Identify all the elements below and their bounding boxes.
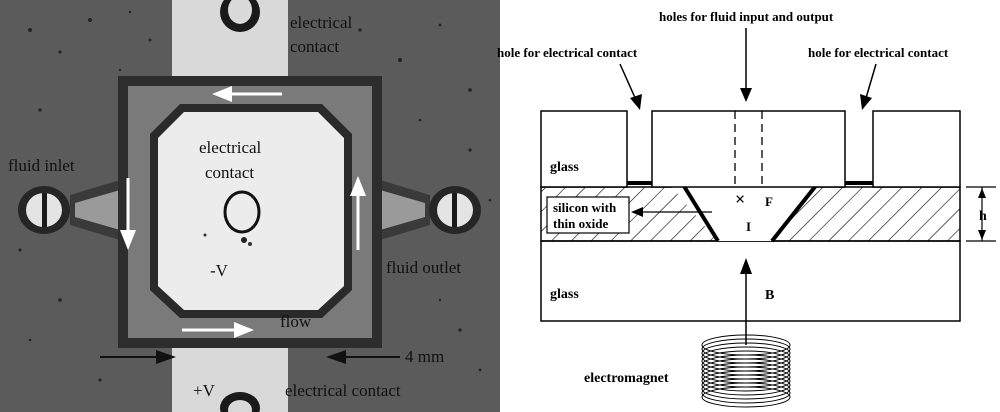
center-contact-label-2: contact [205,163,254,182]
field-label: B [765,288,774,303]
holes-fluid-label: holes for fluid input and output [659,9,834,24]
top-glass-label: glass [550,160,579,175]
width-dimension [100,350,400,364]
hole-contact-left-label: hole for electrical contact [497,45,638,60]
photo-texture [18,10,492,382]
center-contact-label-1: electrical [199,138,262,157]
current-label: I [746,219,751,234]
hole-contact-right-label: hole for electrical contact [808,45,949,60]
bottom-glass-label: glass [550,287,579,302]
silicon-label-2: thin oxide [553,216,608,231]
top-glass-left [540,110,628,188]
top-contact-label-1: electrical [290,13,353,32]
flow-label: flow [280,312,312,331]
width-label: 4 mm [405,347,444,366]
minus-v-label: -V [210,261,229,280]
silicon-label-1: silicon with [553,200,617,215]
center-contact-hole [223,190,261,234]
bottom-contact-label: electrical contact [285,381,401,400]
hole-contact-right-arrow [860,94,872,110]
height-label: h [979,209,987,224]
fluid-outlet-label: fluid outlet [386,258,461,277]
plus-v-label: +V [193,381,216,400]
cross-section-diagram: silicon with thin oxide glass glass × F … [497,9,996,408]
fluid-inlet-label: fluid inlet [8,156,75,175]
force-label: F [765,194,773,209]
center-electrode [158,112,344,310]
silicon-label-box [546,196,630,234]
electromagnet-coil [701,334,791,408]
flow-arrows [120,86,366,338]
top-glass-right [872,110,961,188]
device-photo: electrical contact electrical contact fl… [0,0,500,412]
hole-contact-left-arrow [630,94,642,110]
b-field-cross: × [735,189,745,209]
bottom-glass [540,240,961,322]
electromagnet-label: electromagnet [584,371,669,386]
top-glass-center [651,110,846,188]
holes-fluid-arrow [740,88,752,102]
top-contact-label-2: contact [290,37,339,56]
